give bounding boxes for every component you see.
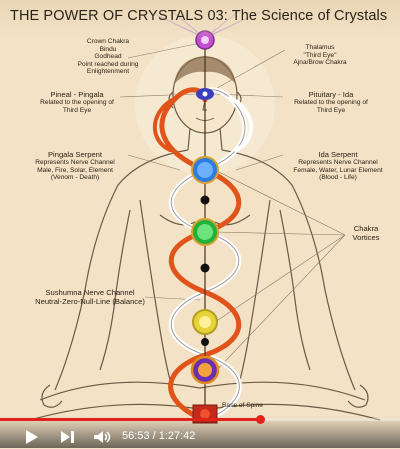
ida-line-3: Female, Water, Lunar Element bbox=[293, 166, 383, 174]
pituitary-line-1: Pituitary - Ida bbox=[308, 90, 354, 99]
video-title[interactable]: THE POWER OF CRYSTALS 03: The Science of… bbox=[10, 8, 388, 24]
crown-line-1: Crown Chakra bbox=[86, 38, 130, 45]
progress-bar[interactable] bbox=[0, 415, 400, 424]
duration: 1:27:42 bbox=[158, 430, 196, 442]
base-of-spine-label: Base of Spine bbox=[222, 402, 282, 410]
crown-line-3: Godhead bbox=[94, 53, 122, 61]
time-separator: / bbox=[152, 430, 156, 442]
pituitary-line-3: Third Eye bbox=[316, 106, 346, 114]
play-icon bbox=[26, 430, 38, 444]
volume-icon bbox=[94, 431, 111, 443]
crown-chakra-label: Crown Chakra Bindu Godhead Point reached… bbox=[62, 38, 154, 76]
spine-base-text: Base of Spine bbox=[222, 402, 264, 409]
thalamus-label: Thalamus "Third Eye" Ajna/Brow Chakra bbox=[282, 44, 358, 67]
next-button[interactable] bbox=[60, 430, 76, 444]
pingala-line-4: (Venom - Death) bbox=[50, 174, 100, 182]
play-button[interactable] bbox=[24, 430, 40, 444]
volume-button[interactable] bbox=[93, 430, 111, 444]
pineal-line-3: Third Eye bbox=[62, 106, 92, 114]
player-controls bbox=[0, 416, 400, 448]
pituitary-label: Pituitary - Ida Related to the opening o… bbox=[282, 90, 380, 114]
current-time: 56:53 bbox=[122, 430, 150, 442]
thalamus-line-2: "Third Eye" bbox=[303, 51, 337, 59]
vortices-line-1: Chakra bbox=[353, 224, 379, 233]
pingala-line-3: Male, Fire, Solar, Element bbox=[37, 166, 113, 174]
crown-line-2: Bindu bbox=[99, 45, 117, 53]
pingala-serpent-label: Pingala Serpent Represents Nerve Channel… bbox=[20, 150, 130, 182]
ida-line-2: Represents Nerve Channel bbox=[298, 159, 378, 166]
pingala-line-2: Represents Nerve Channel bbox=[35, 159, 115, 166]
ida-line-1: Ida Serpent bbox=[318, 150, 358, 159]
crown-line-4: Point reached during Enlightenment bbox=[77, 60, 139, 76]
pingala-line-1: Pingala Serpent bbox=[47, 150, 103, 159]
sushumna-label: Sushumna Nerve Channel Neutral-Zero-Null… bbox=[28, 288, 152, 306]
pineal-line-1: Pineal - Pingala bbox=[50, 90, 104, 99]
thalamus-line-3: Ajna/Brow Chakra bbox=[293, 59, 347, 67]
pineal-label: Pineal - Pingala Related to the opening … bbox=[22, 90, 132, 114]
sushumna-line-1: Sushumna Nerve Channel bbox=[45, 288, 135, 297]
sushumna-line-2: Neutral-Zero-Null-Line (Balance) bbox=[35, 297, 145, 306]
title-overlay bbox=[0, 0, 400, 40]
ida-line-4: (Blood - Life) bbox=[319, 174, 357, 182]
progress-scrubber[interactable] bbox=[255, 415, 265, 424]
next-icon bbox=[61, 431, 74, 443]
chakra-vortices-label: Chakra Vortices bbox=[344, 224, 388, 242]
pituitary-line-2: Related to the opening of bbox=[294, 99, 368, 106]
progress-fill bbox=[0, 418, 260, 421]
thalamus-line-1: Thalamus bbox=[305, 44, 335, 51]
ida-serpent-label: Ida Serpent Represents Nerve Channel Fem… bbox=[282, 150, 394, 182]
pineal-line-2: Related to the opening of bbox=[40, 99, 114, 106]
time-display: 56:53 / 1:27:42 bbox=[122, 430, 195, 442]
vortices-line-2: Vortices bbox=[352, 233, 380, 242]
